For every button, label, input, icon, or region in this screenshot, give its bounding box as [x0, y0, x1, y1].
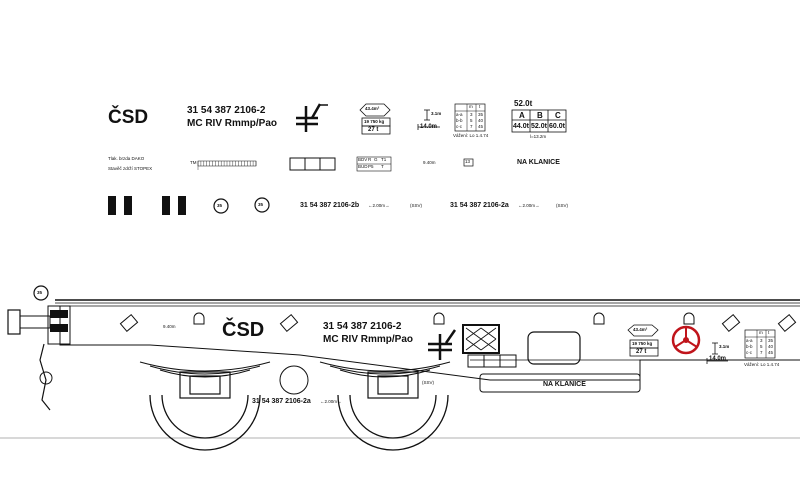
ll-s-r2a: b-b: [746, 344, 753, 349]
badge-top: 13: [465, 159, 471, 164]
brake-t-r2-0: BUD: [358, 164, 368, 169]
ll-s-caption: Vážení: Lo 1.4.74: [744, 362, 780, 367]
load-h-b: B: [537, 111, 543, 120]
brake-t-r2-1: P5: [368, 164, 374, 169]
ll-h-m: m: [469, 104, 473, 109]
brake-text-1: Tlak. brzda DAKO: [108, 156, 145, 161]
load-h-a: A: [519, 111, 525, 120]
ll-s-r2c: 40: [768, 344, 774, 349]
side-number-a: 31 54 387 2106-2a: [450, 202, 509, 209]
brake-text-2: Stavěč zdrží STOPEX: [108, 166, 153, 171]
brake-t-r1-1: R: [368, 157, 372, 162]
speed-sign-1: 35: [217, 203, 223, 208]
ll-r1a: a-a: [456, 112, 463, 117]
logo-side: ČSD: [222, 319, 265, 341]
brake-t-r1-3: T1: [381, 157, 387, 162]
wagon-number-top: 31 54 387 2106-2: [187, 105, 266, 116]
load-v-a: 44.0t: [513, 123, 529, 130]
ll-s-r3b: 7: [760, 350, 763, 355]
stanchion-text-top: NA KLANICE: [517, 159, 560, 166]
ll-s-r3a: c-c: [746, 350, 752, 355]
ll-s-h-m: m: [759, 330, 763, 335]
weight-t-top: 27 t: [368, 127, 379, 133]
load-note: l=13.2m: [530, 134, 547, 139]
area-text-side: 43.4m²: [633, 327, 648, 332]
ssv-side: (SSV): [422, 380, 435, 385]
ll-s-r2b: 5: [760, 344, 763, 349]
ll-r3a: c-c: [456, 124, 462, 129]
small-mark-side: ←2.00m→: [320, 399, 342, 404]
small-mark-1: ←2.00m→: [368, 203, 390, 208]
load-h-c: C: [555, 111, 561, 120]
speed-sign-end: 35: [37, 290, 43, 295]
ruler-box: [197, 160, 257, 167]
load-top-value: 52.0t: [514, 99, 533, 108]
height-side: 3.1m: [719, 344, 730, 349]
ll-s-h-t: t: [768, 330, 770, 335]
ll-r2c: 40: [478, 118, 484, 123]
ll-r1c: 35: [478, 112, 484, 117]
ruler-label: TM: [190, 160, 197, 165]
wagon-type-top: MC RIV Rmmp/Pao: [187, 118, 278, 129]
wagon-type-side: MC RIV Rmmp/Pao: [323, 334, 414, 345]
weight-t-side: 27 t: [636, 349, 647, 355]
small-mark-2: ←2.00m→: [518, 203, 540, 208]
brake-t-r1-2: G: [374, 157, 378, 162]
ll-r2a: b-b: [456, 118, 463, 123]
ll-s-r3c: 45: [768, 350, 774, 355]
length-top: 14.0m: [420, 124, 438, 130]
stanchion-text-side: NA KLANICE: [543, 381, 586, 388]
area-text-top: 43.4m²: [365, 106, 380, 111]
side-dim-side: 9.40m: [163, 324, 176, 329]
ssv-1: (SSV): [410, 203, 423, 208]
weight-kg-side: 19 750 kg: [632, 341, 653, 346]
speed-sign-2: 35: [258, 202, 264, 207]
load-v-c: 60.0t: [549, 123, 565, 130]
ll-h-t: t: [479, 104, 481, 109]
ll-s-r1a: a-a: [746, 338, 753, 343]
ll-s-r1b: 3: [760, 338, 763, 343]
brake-t-r1-0: BDV: [358, 157, 368, 162]
length-side: 14.0m: [709, 356, 727, 362]
side-number-a-side: 31 54 387 2106-2a: [252, 398, 311, 405]
brake-t-r2-3: T: [381, 164, 384, 169]
wagon-number-side: 31 54 387 2106-2: [323, 321, 402, 332]
ll-r2b: 5: [470, 118, 473, 123]
logo-top: ČSD: [108, 107, 149, 128]
ll-r1b: 3: [470, 112, 473, 117]
load-v-b: 52.0t: [531, 123, 547, 130]
weight-kg-top: 19 750 kg: [364, 119, 385, 124]
height-top: 3.1m: [431, 111, 442, 116]
ll-r3c: 45: [478, 124, 484, 129]
side-number-b: 31 54 387 2106-2b: [300, 202, 360, 209]
ll-s-r1c: 35: [768, 338, 774, 343]
ll-r3b: 7: [470, 124, 473, 129]
ll-caption: Vážení: Lo 1.4.74: [453, 133, 489, 138]
ssv-2: (SSV): [556, 203, 569, 208]
side-dim-top: 9.40m: [423, 160, 436, 165]
